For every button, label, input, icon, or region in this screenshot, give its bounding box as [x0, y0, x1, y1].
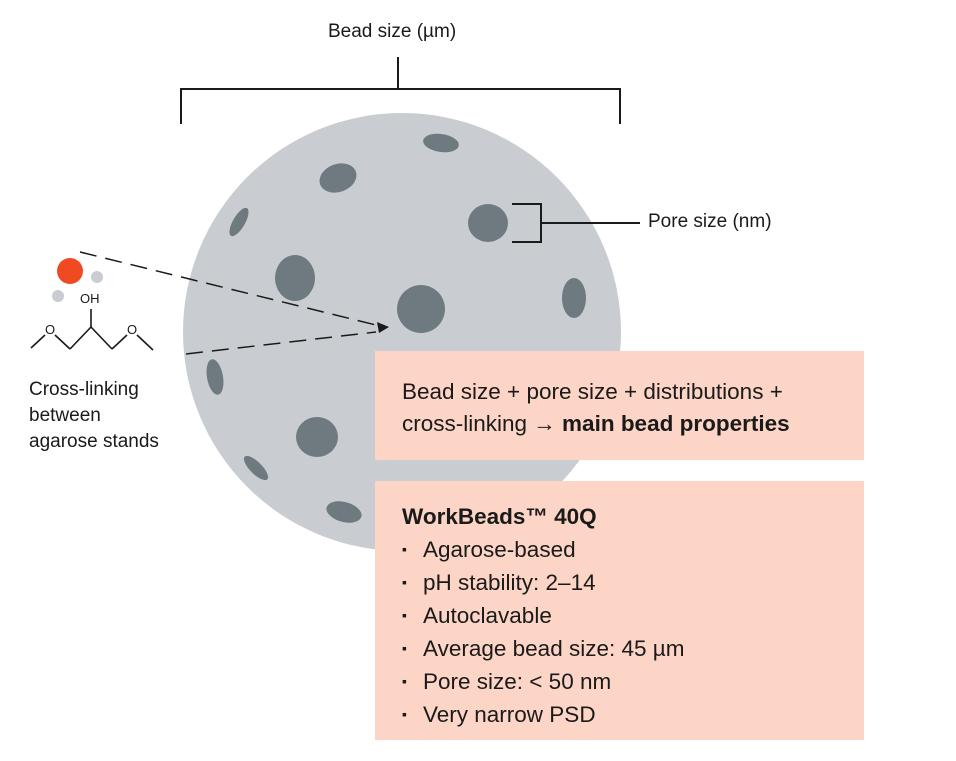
properties-line-1: Bead size + pore size + distributions + — [402, 379, 783, 404]
pore — [562, 278, 586, 318]
feature-item: Agarose-based — [402, 533, 864, 566]
hydrogen-atom — [91, 271, 103, 283]
product-title: WorkBeads™ 40Q — [402, 504, 597, 529]
properties-line-2: cross-linking → main bead properties — [402, 408, 864, 440]
properties-emphasis: main bead properties — [562, 411, 790, 436]
hydroxyl-label: OH — [80, 291, 100, 306]
pore-size-label: Pore size (nm) — [648, 211, 772, 232]
pore — [468, 204, 508, 242]
oxygen-atom — [57, 258, 83, 284]
caption-line: agarose stands — [29, 431, 159, 452]
hydrogen-atom — [52, 290, 64, 302]
pore — [326, 501, 362, 523]
oxygen-label-left: O — [45, 322, 55, 337]
oxygen-label-right: O — [127, 322, 137, 337]
pore — [296, 417, 338, 457]
caption-line: Cross-linking — [29, 379, 139, 400]
feature-item: Average bead size: 45 µm — [402, 632, 864, 665]
pores — [206, 133, 586, 523]
pore — [319, 163, 357, 193]
properties-box: Bead size + pore size + distributions + … — [375, 351, 864, 460]
feature-item: pH stability: 2–14 — [402, 566, 864, 599]
arrow-head — [377, 322, 389, 333]
pore-size-bracket — [512, 203, 640, 243]
bead-size-label: Bead size (µm) — [328, 21, 457, 42]
caption-line: between — [29, 405, 101, 426]
product-box: WorkBeads™ 40Q Agarose-based pH stabilit… — [375, 481, 864, 740]
feature-item: Pore size: < 50 nm — [402, 665, 864, 698]
pore — [397, 285, 445, 333]
crosslinking-caption: Cross-linking between agarose stands — [29, 377, 159, 455]
pore — [423, 133, 459, 153]
bead-size-bracket — [180, 57, 621, 124]
pore — [275, 255, 315, 301]
properties-line-2-prefix: cross-linking → — [402, 411, 563, 436]
skeletal-formula — [30, 309, 154, 351]
pore — [243, 455, 269, 481]
pore — [206, 359, 224, 395]
feature-item: Very narrow PSD — [402, 698, 864, 731]
product-features-list: Agarose-based pH stability: 2–14 Autocla… — [402, 533, 864, 731]
zoom-lines — [79, 251, 377, 355]
pore — [229, 207, 249, 237]
feature-item: Autoclavable — [402, 599, 864, 632]
